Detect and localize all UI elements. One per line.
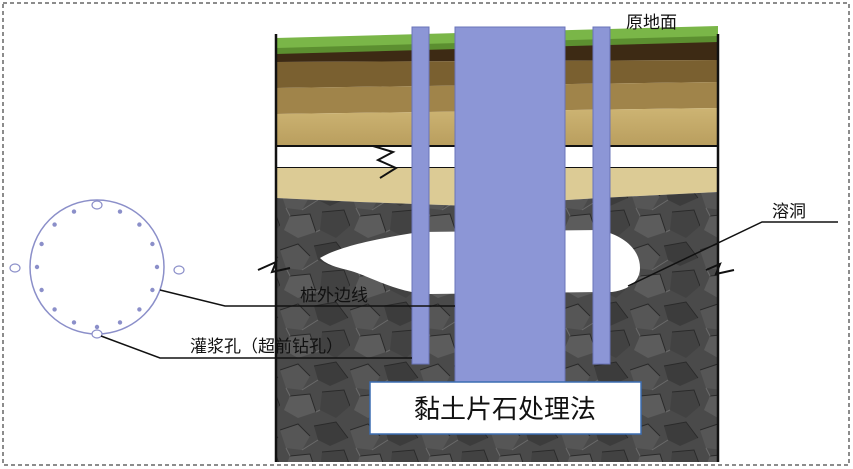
rebar-dot: [117, 209, 123, 214]
rebar-dot: [154, 264, 160, 270]
pile-rebar-dots: [34, 204, 160, 330]
title-box: [369, 381, 642, 435]
rebar-dot: [71, 320, 77, 325]
pile-outline-label: 桩外边线: [300, 286, 368, 306]
rebar-dot: [52, 307, 57, 312]
grout-hole-label: 灌浆孔（超前钻孔）: [190, 337, 343, 357]
left-grout-pipe: [411, 26, 430, 365]
rebar-dot: [150, 287, 155, 293]
main-pile: [454, 26, 566, 383]
break-symbol-left: [257, 260, 291, 274]
grout-hole-right: [173, 265, 185, 275]
grout-hole-top: [91, 200, 103, 210]
break-symbol-top: [372, 145, 399, 179]
grout-hole-leader: [100, 335, 412, 359]
rebar-dot: [52, 222, 57, 227]
break-symbol-right: [705, 262, 735, 276]
right-grout-pipe: [592, 26, 611, 365]
rebar-dot: [39, 287, 44, 293]
rebar-dot: [117, 320, 123, 325]
pile-outline-leader: [159, 289, 455, 307]
grout-hole-bottom: [91, 329, 103, 339]
rebar-dot: [137, 222, 142, 227]
rebar-dot: [94, 324, 100, 330]
karst-cave-leader: [627, 221, 838, 287]
pile-plan-view: [9, 199, 185, 339]
rebar-dot: [34, 264, 40, 270]
rebar-dot: [71, 209, 77, 214]
ground-surface-label: 原地面: [626, 13, 677, 33]
grout-hole-left: [9, 263, 21, 273]
rebar-dot: [137, 307, 142, 312]
pile-outline-circle: [29, 199, 165, 335]
diagram-title: 黏土片石处理法: [414, 395, 596, 425]
rebar-dot: [39, 241, 44, 247]
karst-cave-label: 溶洞: [772, 202, 806, 222]
rebar-dot: [150, 241, 155, 247]
